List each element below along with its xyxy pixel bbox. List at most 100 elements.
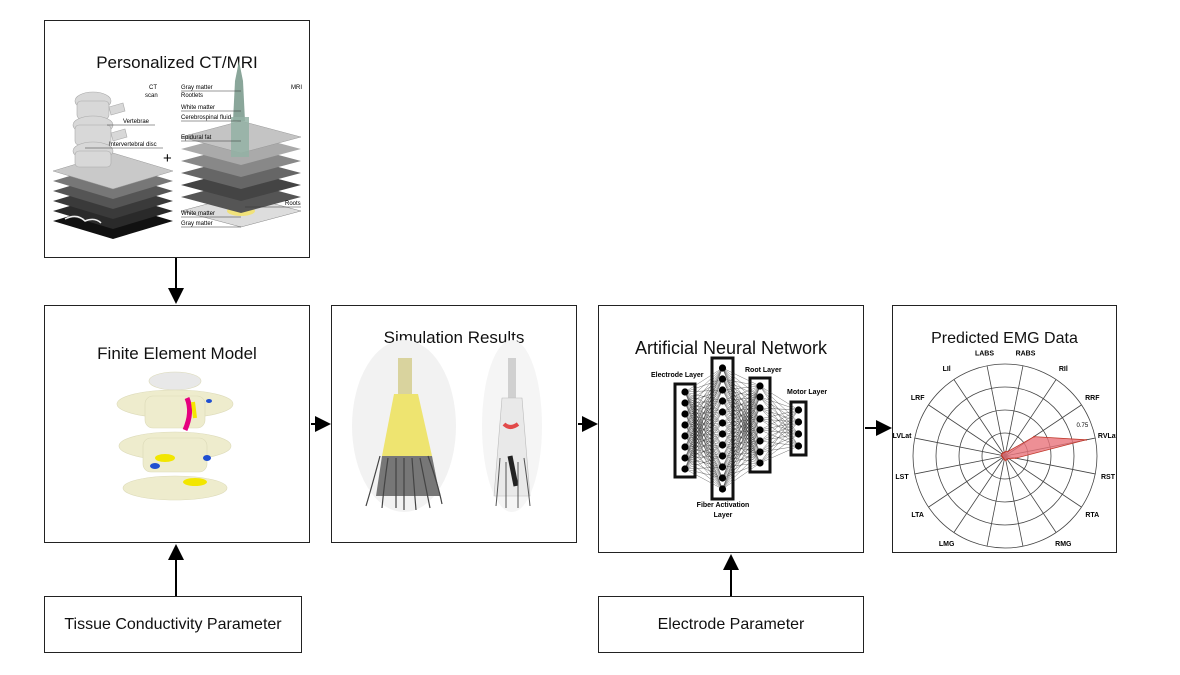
- ann-connection: [722, 378, 761, 387]
- ann-connection: [759, 433, 799, 453]
- ct-label: CT: [149, 85, 157, 91]
- ann-connection: [684, 466, 723, 470]
- ann-connection: [722, 385, 761, 446]
- ann-nodes: [681, 364, 803, 493]
- ann-connection: [722, 385, 761, 424]
- ann-connection: [759, 445, 799, 453]
- ann-node: [681, 443, 689, 451]
- ann-connection: [684, 468, 723, 479]
- ann-connection: [759, 409, 799, 431]
- radar-tick-label: 0.75: [1077, 423, 1089, 429]
- radar-point: [1001, 455, 1004, 458]
- radar-category-label: RTA: [1085, 512, 1099, 519]
- ann-connection: [722, 385, 761, 413]
- emg-title: Predicted EMG Data: [931, 330, 1078, 347]
- ann-connection: [759, 409, 799, 420]
- ann-connection: [684, 367, 723, 459]
- electrode-parameter-label: Electrode Parameter: [657, 615, 805, 633]
- fem-box: Finite Element Model: [44, 305, 310, 543]
- radar-point: [1003, 458, 1006, 461]
- ann-node: [794, 430, 803, 438]
- disc-label: Intervertebral disc: [109, 142, 157, 148]
- ann-connection: [684, 468, 723, 490]
- radar-category-label: RIl: [1059, 366, 1068, 373]
- radar-point: [1000, 454, 1003, 457]
- ann-connection: [759, 418, 799, 435]
- ann-connection: [684, 367, 723, 404]
- ann-node: [756, 448, 764, 456]
- ann-node: [681, 454, 689, 462]
- radar-category-label: LTA: [911, 512, 924, 519]
- ann-node: [718, 408, 727, 416]
- ann-node: [718, 386, 727, 394]
- ann-connection: [722, 367, 761, 387]
- sim-right-cord: [482, 340, 542, 512]
- ann-box: Artificial Neural Network Electrode Laye…: [598, 305, 864, 553]
- radar-point: [1005, 450, 1007, 453]
- radar-spoke: [1004, 365, 1024, 457]
- ann-node: [794, 406, 803, 414]
- fiber-layer-label-1: Fiber Activation: [697, 502, 750, 509]
- ann-connection: [684, 433, 723, 470]
- fem-spine-model: [116, 371, 234, 501]
- fiber-layer-label-2: Layer: [714, 512, 733, 519]
- ann-node: [756, 382, 764, 390]
- ann-connection: [684, 444, 723, 470]
- mri-stack: [180, 61, 302, 228]
- ann-connection: [759, 421, 799, 431]
- radar-point: [1085, 439, 1088, 441]
- ann-node: [718, 485, 727, 493]
- ann-network: Electrode Layer Root Layer Motor Layer F…: [651, 356, 827, 519]
- ann-connection: [684, 367, 723, 437]
- ann-connection: [759, 429, 799, 435]
- ct-mri-illustration: CT scan Vertebrae Intervertebral disc + …: [52, 61, 302, 239]
- ann-node: [681, 432, 689, 440]
- ann-node: [718, 364, 727, 372]
- ann-connection: [722, 385, 761, 468]
- radar-spoke: [1004, 455, 1024, 547]
- ann-connection: [722, 418, 761, 490]
- mri-label: MRI: [291, 85, 302, 91]
- ann-node: [681, 388, 689, 396]
- radar-category-label: RVLat: [1098, 433, 1116, 440]
- white-matter-top-label: White matter: [181, 105, 215, 111]
- ann-connection: [684, 411, 723, 470]
- ann-connections: [684, 367, 799, 490]
- ann-node: [718, 419, 727, 427]
- vertebra-column: [72, 91, 128, 168]
- rootlets-label: Rootlets: [181, 93, 203, 99]
- radar-spoke: [1004, 379, 1057, 457]
- radar-spoke: [986, 455, 1006, 547]
- ann-node: [756, 415, 764, 423]
- radar-spoke: [928, 404, 1006, 457]
- ann-node: [718, 441, 727, 449]
- ann-node: [718, 430, 727, 438]
- ann-connection: [684, 400, 723, 470]
- ann-connection: [759, 396, 799, 423]
- ann-connection: [759, 407, 799, 423]
- radar-point: [1001, 453, 1003, 455]
- ann-connection: [722, 440, 761, 490]
- ct-scan-label: scan: [145, 93, 158, 99]
- ann-connection: [759, 407, 799, 447]
- radar-category-label: LIl: [943, 366, 951, 373]
- ann-node: [681, 410, 689, 418]
- ann-connection: [722, 451, 761, 490]
- ann-node: [756, 404, 764, 412]
- radar-ring: [912, 363, 1098, 549]
- electrode-parameter-box: Electrode Parameter: [598, 596, 864, 653]
- ann-connection: [759, 409, 799, 442]
- white-matter-bottom-label: White matter: [181, 211, 215, 217]
- ct-mri-box: Personalized CT/MRI CT scan Ve: [44, 20, 310, 258]
- ann-connection: [759, 396, 799, 447]
- radar-category-label: RABS: [1016, 351, 1036, 358]
- radar-point: [1007, 450, 1009, 453]
- vertebrae-label: Vertebrae: [123, 119, 150, 125]
- ann-connection: [759, 429, 799, 447]
- radar-ring: [958, 409, 1052, 503]
- ann-connection: [722, 385, 761, 435]
- electrode-layer-label: Electrode Layer: [651, 372, 704, 379]
- ann-connection: [759, 418, 799, 423]
- ann-connection: [759, 445, 799, 464]
